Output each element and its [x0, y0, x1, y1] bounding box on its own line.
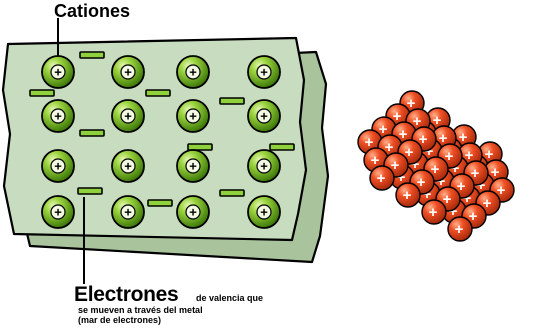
cation-icon: + — [41, 99, 75, 133]
svg-text:+: + — [457, 178, 466, 195]
electron-icon — [79, 51, 105, 59]
cation-icon: + — [41, 55, 75, 89]
svg-text:+: + — [477, 177, 486, 194]
svg-text:+: + — [439, 130, 448, 147]
svg-text:+: + — [423, 186, 432, 203]
electron-icon — [77, 187, 103, 195]
svg-text:+: + — [124, 109, 132, 124]
svg-text:+: + — [449, 203, 458, 220]
svg-text:+: + — [445, 148, 454, 165]
electron-icon — [269, 143, 295, 151]
svg-text:+: + — [54, 109, 62, 124]
cation-icon: + — [247, 195, 281, 229]
cation-icon: + — [111, 99, 145, 133]
svg-text:+: + — [54, 205, 62, 220]
electrones-description-line3: (mar de electrones) — [78, 315, 162, 325]
cation-icon: + — [176, 55, 210, 89]
electron-icon — [187, 143, 213, 151]
cation-icon: + — [111, 195, 145, 229]
electron-icon — [79, 129, 105, 137]
cation-icon: + — [176, 149, 210, 183]
electron-icon — [29, 89, 55, 97]
svg-text:+: + — [437, 173, 446, 190]
electrones-description-line2: se mueven a través del metal — [78, 305, 203, 315]
svg-text:+: + — [371, 152, 380, 169]
svg-text:+: + — [411, 156, 420, 173]
svg-text:+: + — [459, 129, 468, 146]
svg-text:+: + — [497, 182, 506, 199]
svg-text:+: + — [469, 208, 478, 225]
svg-text:+: + — [405, 144, 414, 161]
svg-text:+: + — [260, 159, 268, 174]
svg-text:+: + — [365, 134, 374, 151]
svg-text:+: + — [483, 195, 492, 212]
svg-text:+: + — [54, 65, 62, 80]
svg-text:+: + — [455, 221, 464, 238]
svg-text:+: + — [465, 147, 474, 164]
svg-text:+: + — [189, 109, 197, 124]
svg-text:+: + — [451, 160, 460, 177]
svg-text:+: + — [385, 139, 394, 156]
cation-icon: + — [111, 149, 145, 183]
svg-text:+: + — [377, 170, 386, 187]
svg-text:+: + — [463, 190, 472, 207]
svg-text:+: + — [189, 65, 197, 80]
svg-text:+: + — [407, 95, 416, 112]
cation-grid: + + + + + + + + + + + + + + + + — [41, 55, 281, 229]
svg-text:+: + — [491, 164, 500, 181]
svg-text:+: + — [54, 159, 62, 174]
cation-icon: + — [247, 99, 281, 133]
svg-text:+: + — [419, 131, 428, 148]
lattice-ion-icon: + — [447, 216, 473, 242]
svg-text:+: + — [403, 187, 412, 204]
lattice-ion-icon: + — [421, 199, 447, 225]
svg-text:+: + — [417, 174, 426, 191]
svg-text:+: + — [397, 169, 406, 186]
electron-icon — [145, 89, 171, 97]
lattice-ion-icon: + — [369, 165, 395, 191]
svg-text:+: + — [429, 204, 438, 221]
svg-text:+: + — [485, 146, 494, 163]
cation-icon: + — [176, 99, 210, 133]
cationes-label: Cationes — [54, 1, 131, 21]
svg-text:+: + — [433, 112, 442, 129]
electrones-description-line1: de valencia que — [196, 293, 264, 303]
svg-text:+: + — [379, 121, 388, 138]
svg-text:+: + — [124, 65, 132, 80]
svg-text:+: + — [124, 159, 132, 174]
svg-text:+: + — [260, 109, 268, 124]
cation-icon: + — [111, 55, 145, 89]
electrones-label: Electrones — [74, 283, 179, 306]
cation-icon: + — [247, 149, 281, 183]
cation-icon: + — [176, 195, 210, 229]
svg-text:+: + — [260, 205, 268, 220]
svg-text:+: + — [399, 126, 408, 143]
cation-icon: + — [41, 149, 75, 183]
svg-text:+: + — [391, 157, 400, 174]
svg-text:+: + — [431, 161, 440, 178]
svg-text:+: + — [413, 113, 422, 130]
svg-text:+: + — [443, 191, 452, 208]
svg-text:+: + — [189, 205, 197, 220]
cation-icon: + — [41, 195, 75, 229]
free-electrons — [29, 51, 295, 207]
svg-text:+: + — [260, 65, 268, 80]
svg-text:+: + — [425, 143, 434, 160]
electron-icon — [147, 199, 173, 207]
svg-text:+: + — [471, 165, 480, 182]
svg-text:+: + — [393, 108, 402, 125]
electron-icon — [219, 97, 245, 105]
cation-icon: + — [247, 55, 281, 89]
metal-lattice: ++++++++++++++++++++++++++++++++++++++++… — [357, 90, 515, 242]
svg-text:+: + — [189, 159, 197, 174]
electron-icon — [219, 189, 245, 197]
svg-text:+: + — [124, 205, 132, 220]
lattice-ion-icon: + — [395, 182, 421, 208]
